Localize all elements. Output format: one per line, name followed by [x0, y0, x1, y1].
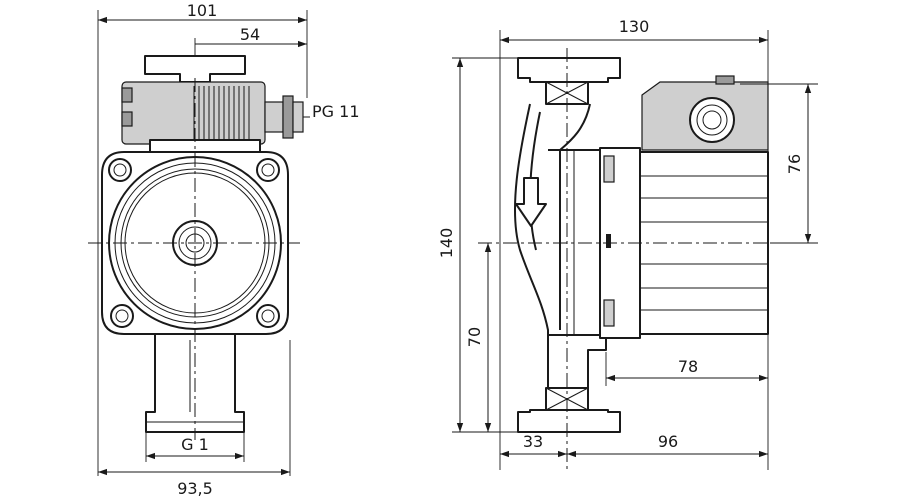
dim-label-96: 96	[658, 432, 678, 451]
front-terminal-box	[121, 55, 304, 153]
side-view	[478, 48, 778, 470]
dim-label-130: 130	[619, 17, 650, 36]
dim-label-54: 54	[240, 25, 260, 44]
side-cable-gland	[689, 97, 735, 143]
dim-label-76: 76	[785, 154, 804, 174]
bolt-top-right	[256, 158, 280, 182]
side-dimensions: 130 140 70 76 78 33 96	[437, 17, 818, 470]
side-terminal-box	[641, 75, 769, 151]
dim-label-101: 101	[187, 1, 218, 20]
side-pump-body	[513, 103, 607, 388]
dim-label-pg11: PG 11	[312, 102, 360, 121]
front-dimensions: 101 54 PG 11 G 1 93,5	[97, 1, 360, 498]
bolt-bottom-right	[256, 304, 280, 328]
front-view	[88, 55, 304, 440]
dim-label-78: 78	[678, 357, 698, 376]
side-bottom-flange	[517, 387, 621, 433]
bolt-bottom-left	[110, 304, 134, 328]
front-cable-gland	[264, 95, 304, 139]
front-corner-bolts	[108, 158, 280, 328]
dim-label-140: 140	[437, 228, 456, 259]
flow-direction-arrow-icon	[515, 177, 547, 227]
dim-label-93-5: 93,5	[177, 479, 213, 498]
dim-label-70: 70	[465, 327, 484, 347]
dim-label-g1: G 1	[181, 435, 209, 454]
front-terminal-fins	[193, 86, 250, 140]
dim-label-33: 33	[523, 432, 543, 451]
bolt-top-left	[108, 158, 132, 182]
side-top-flange	[517, 57, 621, 105]
